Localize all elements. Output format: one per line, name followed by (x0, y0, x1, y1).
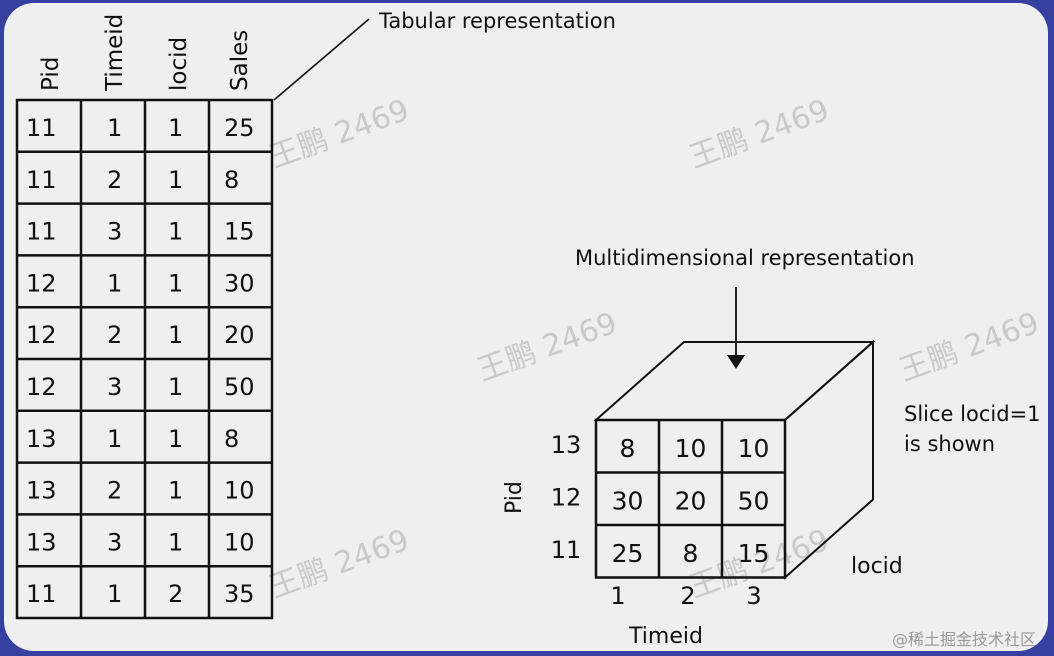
table-cell: 13 (26, 528, 57, 556)
table-header-pid: Pid (38, 57, 64, 91)
pid-tick-label: 11 (551, 536, 582, 564)
table-cell: 13 (26, 477, 57, 505)
table-cell: 1 (168, 321, 183, 349)
cube-cell: 8 (620, 434, 636, 463)
table-cell: 1 (168, 477, 183, 505)
table-cell: 3 (107, 373, 122, 401)
table-cell: 2 (107, 321, 122, 349)
cube-cell: 30 (612, 487, 644, 516)
slice-note-line1: Slice locid=1 (904, 402, 1041, 426)
timeid-tick-label: 2 (680, 582, 695, 610)
table-cell: 3 (107, 528, 122, 556)
pid-axis-label: Pid (502, 481, 527, 514)
multidimensional-label: Multidimensional representation (575, 246, 915, 270)
table-cell: 1 (168, 166, 183, 194)
table-cell: 2 (107, 166, 122, 194)
table-cell: 1 (168, 218, 183, 246)
table-cell: 11 (26, 166, 57, 194)
pid-tick-label: 12 (551, 484, 582, 512)
table-header-sales: Sales (227, 30, 253, 91)
watermark-text: 王鹏 2469 (473, 306, 622, 389)
table-cell: 12 (26, 321, 57, 349)
cube-front-face (594, 418, 787, 579)
tabular-label: Tabular representation (378, 9, 616, 33)
credit-watermark: @稀土掘金技术社区 (892, 630, 1036, 649)
table-cell: 3 (107, 218, 122, 246)
watermark-text: 王鹏 2469 (265, 93, 414, 176)
table-cell: 15 (224, 218, 255, 246)
slice-note-line2: is shown (904, 432, 995, 456)
table-cell: 35 (224, 580, 255, 608)
arrow-head (727, 355, 745, 369)
table-cell: 11 (26, 580, 57, 608)
table-cell: 30 (224, 269, 255, 297)
pid-tick-label: 13 (551, 431, 582, 459)
table-cell: 1 (168, 528, 183, 556)
watermark-text: 王鹏 2469 (685, 93, 834, 176)
table-cell: 2 (168, 580, 183, 608)
cube-cell: 15 (738, 539, 770, 568)
table-cell: 8 (224, 166, 239, 194)
table-cell: 11 (26, 114, 57, 142)
table-cell: 1 (107, 269, 122, 297)
watermark-text: 王鹏 2469 (895, 306, 1044, 389)
table-cell: 1 (107, 580, 122, 608)
table-cell: 13 (26, 425, 57, 453)
cube-cell: 10 (738, 434, 770, 463)
table-cell: 12 (26, 269, 57, 297)
table-cell: 50 (224, 373, 255, 401)
locid-axis-label: locid (851, 554, 903, 579)
table-cell: 11 (26, 218, 57, 246)
timeid-tick-label: 1 (610, 582, 625, 610)
cube-cell: 20 (675, 487, 707, 516)
table-cell: 2 (107, 477, 122, 505)
table-cell: 1 (107, 425, 122, 453)
timeid-axis-label: Timeid (628, 624, 703, 649)
timeid-tick-label: 3 (746, 582, 761, 610)
table-cell: 12 (26, 373, 57, 401)
tabular-pointer-line (273, 18, 370, 101)
table-cell: 8 (224, 425, 239, 453)
cube-cell: 25 (612, 539, 644, 568)
table-header-locid: locid (166, 37, 192, 91)
table-cell: 1 (168, 269, 183, 297)
table-cell: 1 (107, 114, 122, 142)
table-cell: 1 (168, 425, 183, 453)
table-cell: 10 (224, 528, 255, 556)
watermark-text: 王鹏 2469 (265, 523, 414, 606)
table-cell: 1 (168, 114, 183, 142)
cube-cell: 50 (738, 487, 770, 516)
table-cell: 25 (224, 114, 255, 142)
table-cell: 1 (168, 373, 183, 401)
cube-cell: 10 (675, 434, 707, 463)
table-cell: 10 (224, 477, 255, 505)
table-cell: 20 (224, 321, 255, 349)
cube-cell: 8 (683, 539, 699, 568)
cube-top-face (593, 341, 876, 421)
table-header-timeid: Timeid (102, 14, 128, 92)
